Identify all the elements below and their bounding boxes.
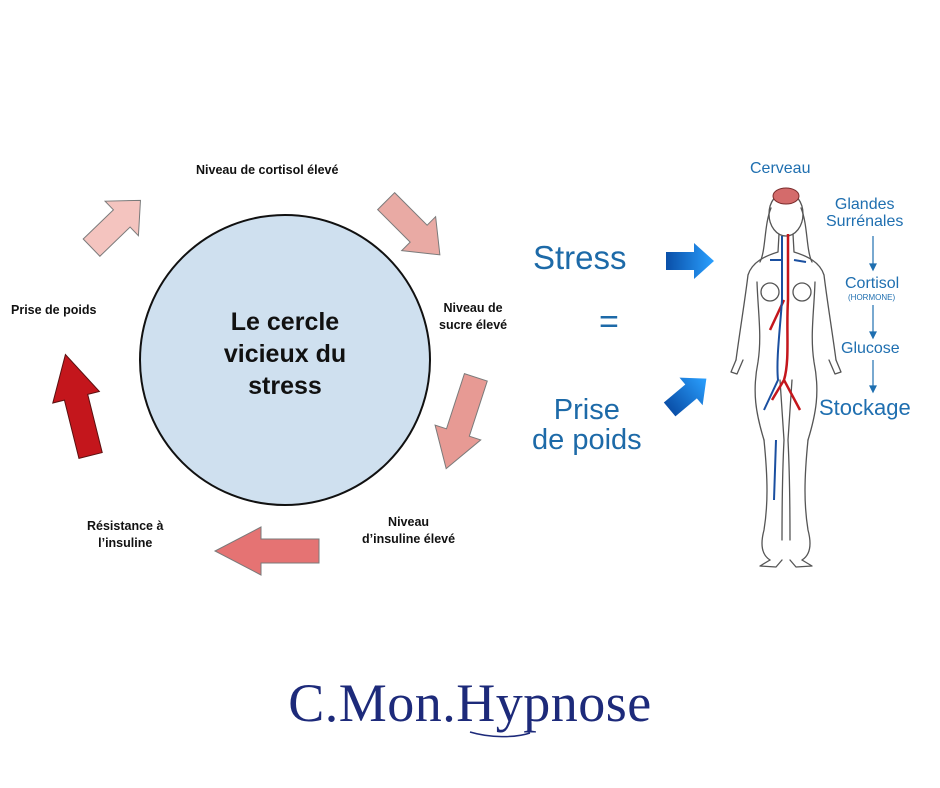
brain-label: Cerveau [750, 160, 811, 177]
vein-line [763, 236, 807, 501]
brain-shape [772, 187, 800, 205]
adrenal-label: Glandes Surrénales [826, 196, 904, 230]
cycle-circle [139, 214, 431, 506]
step-sugar-label: Niveau de sucre élevé [439, 301, 508, 332]
weight-arrow [663, 377, 707, 417]
cycle-arrow-to-resistance [213, 526, 320, 576]
brand-logo: C.Mon.Hypnose [288, 673, 652, 733]
step-insulin-label: Niveau d’insuline élevé [362, 515, 456, 546]
cycle-title: Le cercle vicieux du stress [223, 308, 347, 400]
weight-gain-text: Prise de poids [532, 394, 642, 457]
flow-arrows [869, 236, 877, 394]
brand-flourish [469, 731, 531, 738]
cycle-arrow-to-cortisol [82, 199, 141, 257]
stress-arrow [666, 243, 714, 279]
cycle-arrow-to-sugar [376, 191, 441, 256]
glucose-label: Glucose [841, 340, 900, 357]
cycle-arrow-to-weight [52, 353, 103, 459]
stress-text: Stress [533, 239, 627, 276]
step-weight-label: Prise de poids [11, 303, 97, 317]
step-resistance-label: Résistance à l’insuline [87, 519, 164, 550]
storage-label: Stockage [819, 395, 911, 420]
cycle-arrow-to-insulin [434, 373, 488, 470]
equals-sign: = [599, 303, 619, 341]
step-cortisol-label: Niveau de cortisol élevé [196, 163, 339, 177]
body-figure [730, 191, 842, 568]
cortisol-label: Cortisol [845, 275, 900, 292]
hormone-label: (HORMONE) [848, 293, 896, 302]
